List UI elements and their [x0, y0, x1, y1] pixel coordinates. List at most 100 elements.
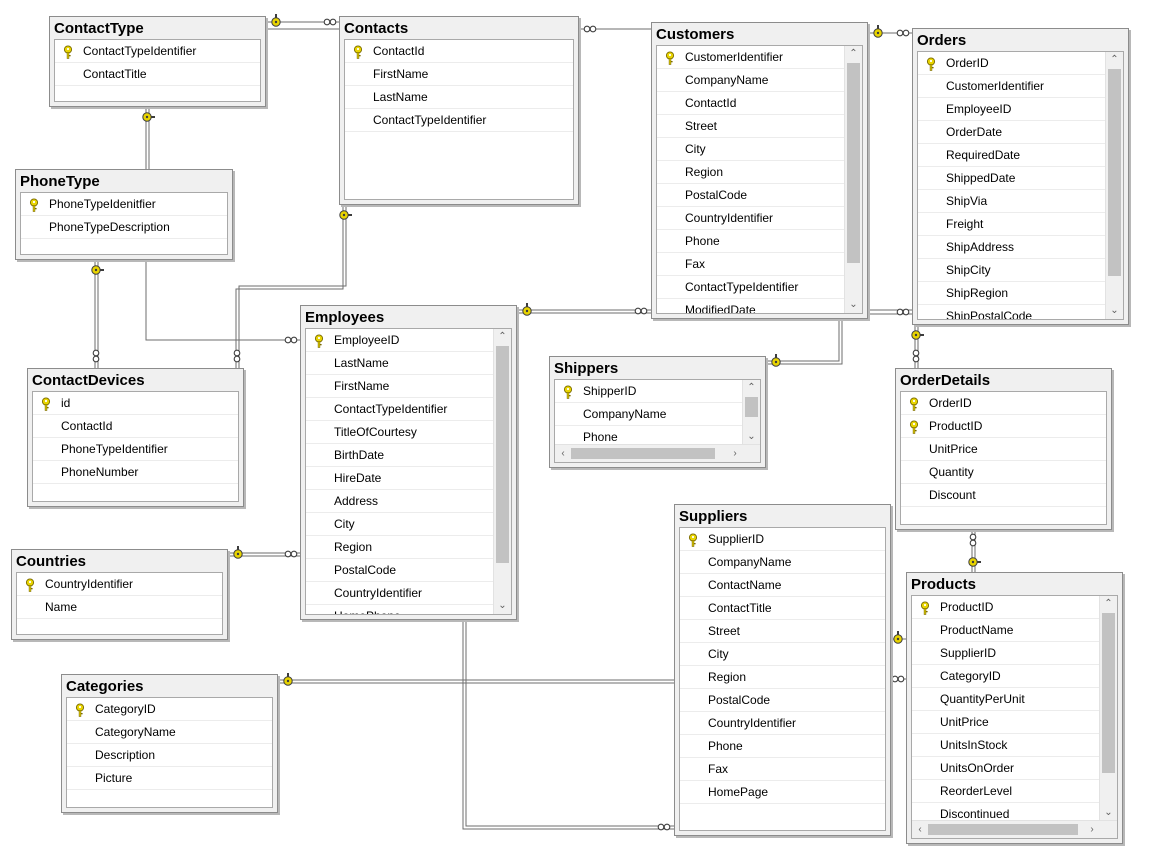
column-row[interactable]: ContactTypeIdentifier: [345, 109, 573, 132]
column-row[interactable]: Region: [657, 161, 845, 184]
vertical-scrollbar[interactable]: ⌃ ⌄: [1099, 596, 1117, 821]
scrollbar-thumb[interactable]: [847, 63, 860, 263]
column-row[interactable]: CompanyName: [680, 551, 885, 574]
column-row[interactable]: ShippedDate: [918, 167, 1106, 190]
column-row[interactable]: CategoryName: [67, 721, 272, 744]
column-row[interactable]: QuantityPerUnit: [912, 688, 1100, 711]
column-row[interactable]: PhoneTypeIdentifier: [33, 438, 238, 461]
scroll-right-icon[interactable]: ›: [1090, 824, 1094, 835]
scrollbar-thumb[interactable]: [745, 397, 758, 417]
scroll-down-icon[interactable]: ⌄: [849, 299, 858, 310]
column-row[interactable]: EmployeeID: [918, 98, 1106, 121]
column-row[interactable]: PhoneTypeIdenitfier: [21, 193, 227, 216]
column-row[interactable]: BirthDate: [306, 444, 494, 467]
column-row[interactable]: EmployeeID: [306, 329, 494, 352]
column-row[interactable]: CategoryID: [67, 698, 272, 721]
scroll-left-icon[interactable]: ‹: [918, 824, 922, 835]
column-row[interactable]: ShipperID: [555, 380, 743, 403]
column-row[interactable]: UnitPrice: [912, 711, 1100, 734]
column-row[interactable]: PostalCode: [306, 559, 494, 582]
column-row[interactable]: FirstName: [345, 63, 573, 86]
column-row[interactable]: PhoneTypeDescription: [21, 216, 227, 239]
column-row[interactable]: HomePhone: [306, 605, 494, 614]
column-row[interactable]: Region: [306, 536, 494, 559]
column-row[interactable]: FirstName: [306, 375, 494, 398]
scroll-down-icon[interactable]: ⌄: [498, 600, 507, 611]
column-row[interactable]: SupplierID: [912, 642, 1100, 665]
column-row[interactable]: ShipPostalCode: [918, 305, 1106, 319]
vertical-scrollbar[interactable]: ⌃ ⌄: [742, 380, 760, 445]
column-row[interactable]: CompanyName: [657, 69, 845, 92]
column-row[interactable]: ShipRegion: [918, 282, 1106, 305]
column-row[interactable]: ContactId: [33, 415, 238, 438]
scroll-up-icon[interactable]: ⌃: [1110, 54, 1119, 65]
column-row[interactable]: CountryIdentifier: [306, 582, 494, 605]
column-row[interactable]: PostalCode: [680, 689, 885, 712]
column-row[interactable]: UnitPrice: [901, 438, 1106, 461]
column-row[interactable]: Street: [657, 115, 845, 138]
column-row[interactable]: ContactTypeIdentifier: [55, 40, 260, 63]
column-row[interactable]: RequiredDate: [918, 144, 1106, 167]
scroll-up-icon[interactable]: ⌃: [498, 331, 507, 342]
column-row[interactable]: ShipAddress: [918, 236, 1106, 259]
column-row[interactable]: Fax: [680, 758, 885, 781]
scrollbar-thumb[interactable]: [928, 824, 1078, 835]
column-row[interactable]: ProductID: [901, 415, 1106, 438]
column-row[interactable]: CountryIdentifier: [17, 573, 222, 596]
scroll-down-icon[interactable]: ⌄: [1110, 305, 1119, 316]
column-row[interactable]: SupplierID: [680, 528, 885, 551]
column-row[interactable]: HireDate: [306, 467, 494, 490]
column-row[interactable]: Region: [680, 666, 885, 689]
scroll-up-icon[interactable]: ⌃: [747, 382, 756, 393]
column-row[interactable]: Picture: [67, 767, 272, 790]
column-row[interactable]: City: [306, 513, 494, 536]
column-row[interactable]: LastName: [345, 86, 573, 109]
column-row[interactable]: Name: [17, 596, 222, 619]
column-row[interactable]: ProductID: [912, 596, 1100, 619]
column-row[interactable]: CustomerIdentifier: [918, 75, 1106, 98]
column-row[interactable]: ContactTypeIdentifier: [306, 398, 494, 421]
column-row[interactable]: Description: [67, 744, 272, 767]
column-row[interactable]: ContactTitle: [55, 63, 260, 86]
column-row[interactable]: Address: [306, 490, 494, 513]
column-row[interactable]: Discount: [901, 484, 1106, 507]
column-row[interactable]: ContactTypeIdentifier: [657, 276, 845, 299]
column-row[interactable]: PhoneNumber: [33, 461, 238, 484]
column-row[interactable]: ModifiedDate: [657, 299, 845, 313]
column-row[interactable]: Phone: [657, 230, 845, 253]
scroll-up-icon[interactable]: ⌃: [1104, 598, 1113, 609]
column-row[interactable]: ContactTitle: [680, 597, 885, 620]
column-row[interactable]: Phone: [680, 735, 885, 758]
column-row[interactable]: CountryIdentifier: [680, 712, 885, 735]
column-row[interactable]: TitleOfCourtesy: [306, 421, 494, 444]
scroll-left-icon[interactable]: ‹: [561, 448, 565, 459]
scrollbar-thumb[interactable]: [496, 346, 509, 563]
column-row[interactable]: UnitsInStock: [912, 734, 1100, 757]
column-row[interactable]: City: [680, 643, 885, 666]
column-row[interactable]: Freight: [918, 213, 1106, 236]
scrollbar-thumb[interactable]: [571, 448, 715, 459]
column-row[interactable]: ContactId: [657, 92, 845, 115]
column-row[interactable]: CompanyName: [555, 403, 743, 426]
horizontal-scrollbar[interactable]: ‹ ›: [912, 820, 1117, 838]
column-row[interactable]: ShipCity: [918, 259, 1106, 282]
column-row[interactable]: CustomerIdentifier: [657, 46, 845, 69]
column-row[interactable]: UnitsOnOrder: [912, 757, 1100, 780]
column-row[interactable]: Fax: [657, 253, 845, 276]
column-row[interactable]: ReorderLevel: [912, 780, 1100, 803]
horizontal-scrollbar[interactable]: ‹ ›: [555, 444, 760, 462]
column-row[interactable]: Quantity: [901, 461, 1106, 484]
column-row[interactable]: ProductName: [912, 619, 1100, 642]
vertical-scrollbar[interactable]: ⌃ ⌄: [844, 46, 862, 313]
column-row[interactable]: id: [33, 392, 238, 415]
